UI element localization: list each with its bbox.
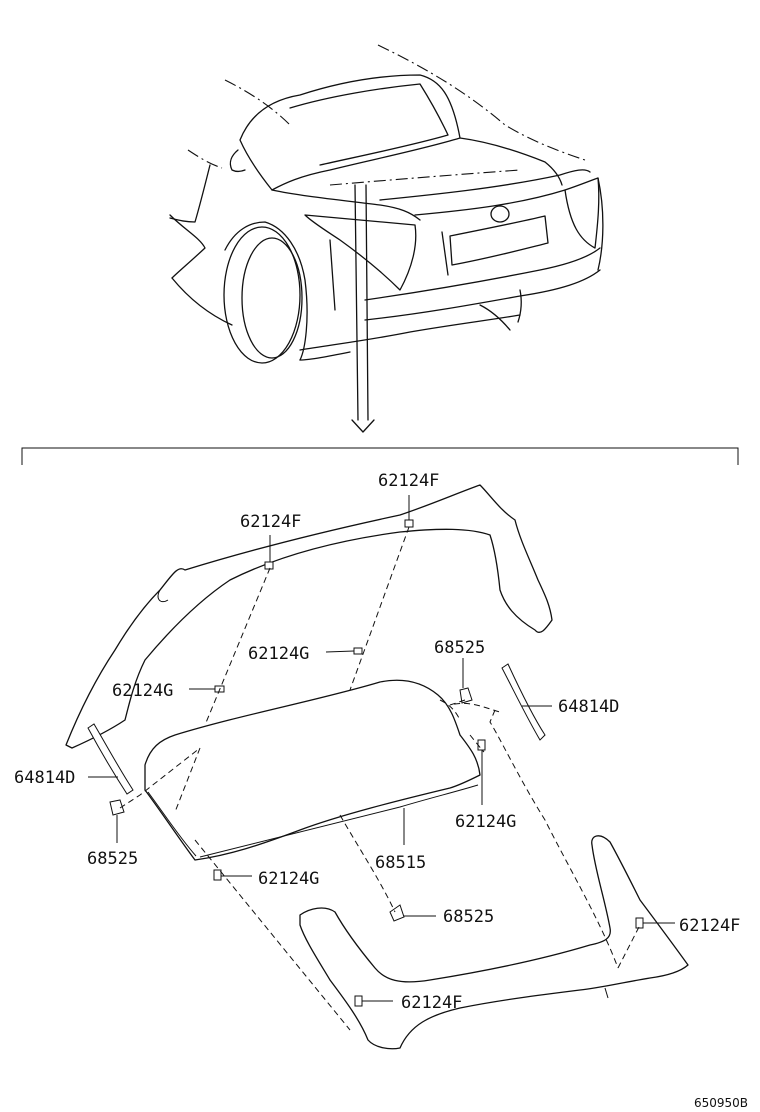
deck-board-68515 xyxy=(144,679,481,861)
label-68525-right: 68525 xyxy=(434,638,485,658)
section-bracket xyxy=(21,447,739,465)
label-62124F-upper: 62124F xyxy=(240,512,301,532)
clip-62124F-top xyxy=(404,519,414,528)
clip-62124G-bottom xyxy=(213,869,222,881)
label-64814D-right: 64814D xyxy=(558,697,619,717)
label-62124G-mid: 62124G xyxy=(248,644,309,664)
label-68515: 68515 xyxy=(375,853,426,873)
label-62124F-top: 62124F xyxy=(378,471,439,491)
label-62124G-right: 62124G xyxy=(455,812,516,832)
clip-62124F-right xyxy=(635,917,644,929)
clip-62124G-mid xyxy=(353,647,363,655)
drawing-code: 650950B xyxy=(694,1096,748,1110)
clip-68525-right xyxy=(459,687,473,704)
label-62124F-bottom: 62124F xyxy=(401,993,462,1013)
car-rear-illustration xyxy=(169,44,604,433)
clip-68525-bottom xyxy=(389,904,405,922)
strip-64814D-right xyxy=(501,663,546,741)
label-62124F-right: 62124F xyxy=(679,916,740,936)
clip-62124G-right xyxy=(477,739,486,751)
parts-exploded-view xyxy=(65,484,689,1050)
leader-lines xyxy=(88,495,675,1002)
clip-62124F-upper xyxy=(264,561,274,570)
label-62124G-left: 62124G xyxy=(112,681,173,701)
label-62124G-bottom: 62124G xyxy=(258,869,319,889)
part-labels: 62124F 62124F 62124G 62124G 68525 64814D… xyxy=(14,471,740,1013)
strip-64814D-left xyxy=(87,723,134,795)
clip-62124F-bottom xyxy=(354,995,363,1007)
upper-trim-panel xyxy=(65,484,553,749)
lower-trim-panel xyxy=(299,835,689,1050)
label-64814D-left: 64814D xyxy=(14,768,75,788)
clip-68525-left xyxy=(109,799,125,816)
label-68525-left: 68525 xyxy=(87,849,138,869)
label-68525-bottom: 68525 xyxy=(443,907,494,927)
